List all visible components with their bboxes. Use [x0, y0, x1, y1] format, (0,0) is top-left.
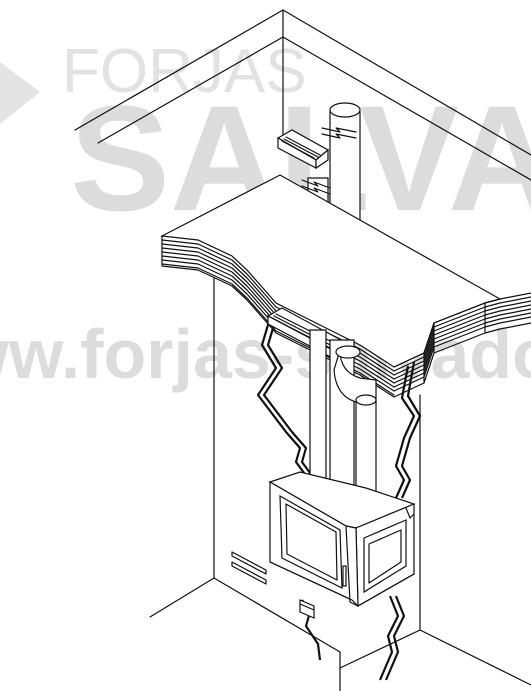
watermark-url: www.forjas-salvador.com — [0, 315, 531, 393]
watermark-logo-icon — [0, 62, 40, 124]
ceiling-edge-right — [393, 292, 531, 398]
room-upper-walls — [74, 9, 531, 181]
fireplace-insert — [268, 471, 416, 608]
ceiling-slab — [159, 174, 531, 398]
watermark-brand-top: FORJAS — [62, 37, 307, 106]
upper-vent-grille — [276, 129, 330, 170]
side-vent-slots — [231, 551, 267, 585]
chimney-breast — [149, 277, 531, 691]
bottom-air-pipe — [299, 599, 315, 619]
